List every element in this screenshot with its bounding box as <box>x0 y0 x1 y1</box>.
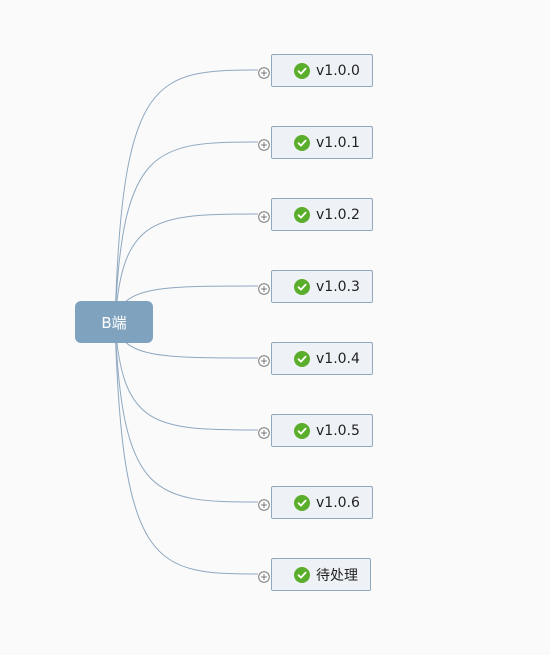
connector-line <box>114 321 259 503</box>
connector-line <box>114 213 259 323</box>
check-circle-icon <box>294 350 310 367</box>
branch-node-label: v1.0.6 <box>316 494 360 511</box>
branch-node-label: v1.0.2 <box>316 206 360 223</box>
branch-node-v1-0-1[interactable]: v1.0.1 <box>271 126 373 159</box>
branch-node-label: v1.0.0 <box>316 62 360 79</box>
branch-node-label: v1.0.3 <box>316 278 360 295</box>
connector-line <box>114 141 259 323</box>
expand-plus-icon[interactable] <box>258 352 270 367</box>
branch-node-v1-0-5[interactable]: v1.0.5 <box>271 414 373 447</box>
branch-node-v1-0-3[interactable]: v1.0.3 <box>271 270 373 303</box>
expand-plus-icon[interactable] <box>258 496 270 511</box>
check-circle-icon <box>294 62 310 79</box>
branch-node-v1-0-2[interactable]: v1.0.2 <box>271 198 373 231</box>
branch-node-label: v1.0.5 <box>316 422 360 439</box>
expand-plus-icon[interactable] <box>258 280 270 295</box>
expand-plus-icon[interactable] <box>258 136 270 151</box>
expand-plus-icon[interactable] <box>258 208 270 223</box>
check-circle-icon <box>294 206 310 223</box>
expand-plus-icon[interactable] <box>258 424 270 439</box>
branch-node-v1-0-6[interactable]: v1.0.6 <box>271 486 373 519</box>
connector-line <box>114 321 259 431</box>
branch-node-v1-0-4[interactable]: v1.0.4 <box>271 342 373 375</box>
check-circle-icon <box>294 422 310 439</box>
branch-node-label: v1.0.4 <box>316 350 360 367</box>
branch-node-pending[interactable]: 待处理 <box>271 558 371 591</box>
check-circle-icon <box>294 134 310 151</box>
branch-node-label: 待处理 <box>316 567 358 584</box>
check-circle-icon <box>294 494 310 511</box>
connector-line <box>114 321 259 575</box>
branch-node-label: v1.0.1 <box>316 134 360 151</box>
check-circle-icon <box>294 278 310 295</box>
branch-node-v1-0-0[interactable]: v1.0.0 <box>271 54 373 87</box>
expand-plus-icon[interactable] <box>258 568 270 583</box>
root-node-label: B端 <box>101 313 127 332</box>
connector-line <box>114 69 259 323</box>
expand-plus-icon[interactable] <box>258 64 270 79</box>
check-circle-icon <box>294 566 310 583</box>
root-node[interactable]: B端 <box>75 301 153 343</box>
